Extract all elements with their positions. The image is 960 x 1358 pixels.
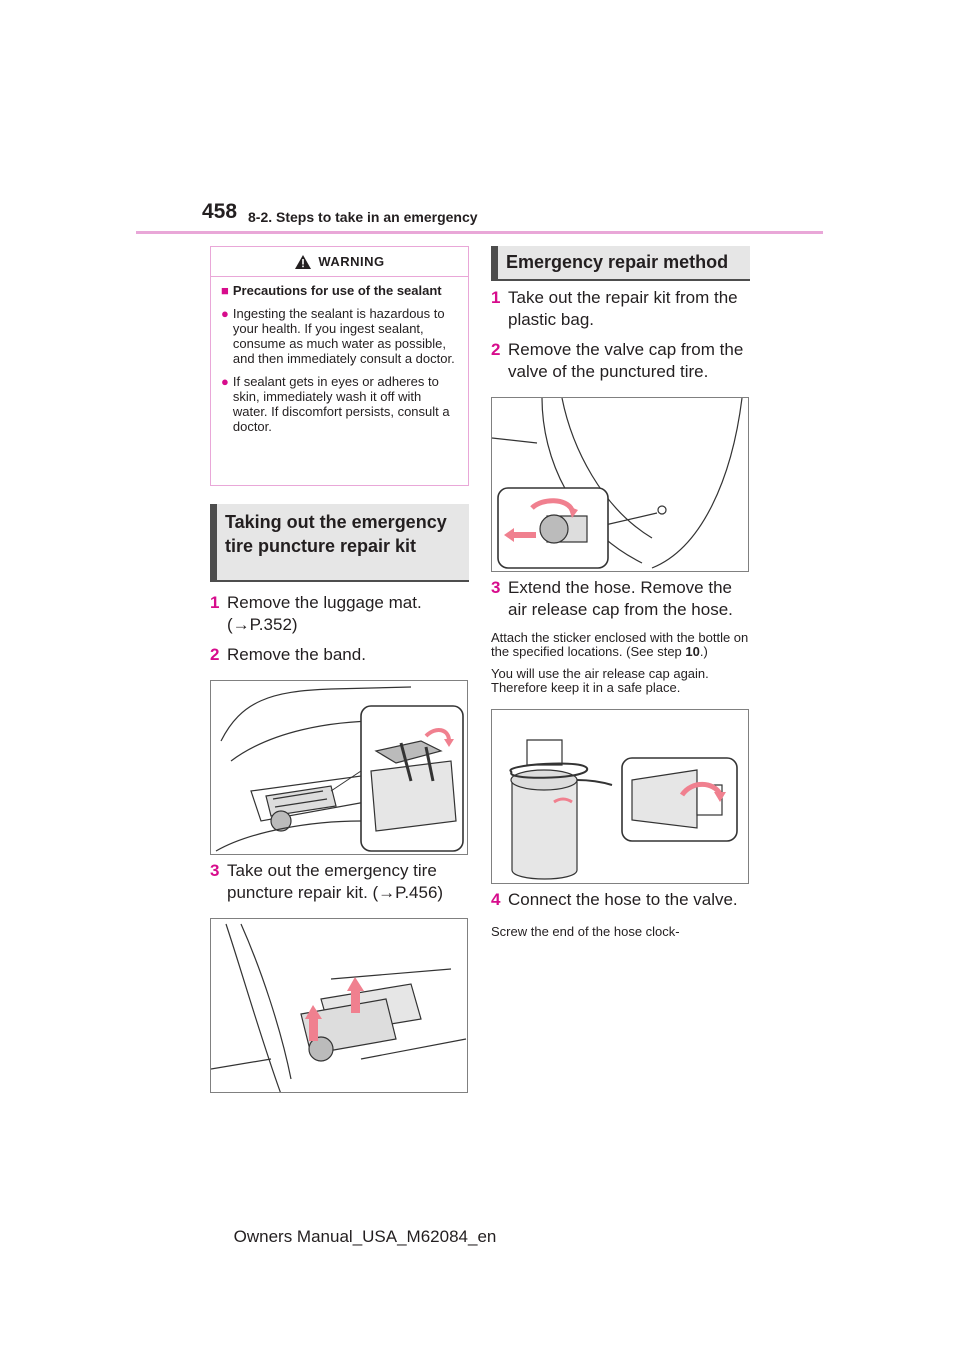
step-item: 3 Take out the emergency tire puncture r… bbox=[210, 861, 444, 902]
section-heading: Emergency repair method bbox=[491, 246, 750, 281]
warning-triangle-icon bbox=[295, 254, 312, 269]
note-text: Screw the end of the hose clock- bbox=[491, 924, 680, 939]
hose-cap-illustration bbox=[491, 709, 749, 884]
square-bullet-icon: ■ bbox=[221, 283, 229, 298]
step-item: 1 Remove the luggage mat. (→P.352) bbox=[210, 593, 422, 634]
repair-kit-removal-illustration bbox=[210, 918, 468, 1093]
circle-bullet-icon: ● bbox=[221, 374, 229, 389]
section-title: 8-2. Steps to take in an emergency bbox=[248, 209, 478, 225]
warning-label: WARNING bbox=[318, 254, 385, 269]
step-item: 4 Connect the hose to the valve. bbox=[491, 890, 738, 909]
valve-cap-illustration bbox=[491, 397, 749, 572]
page-number: 458 bbox=[202, 200, 238, 223]
note-text: You will use the air release cap again. … bbox=[491, 666, 709, 695]
footer-text: Owners Manual_USA_M62084_en bbox=[233, 1227, 497, 1246]
step-item: 2 Remove the valve cap from the valve of… bbox=[491, 340, 744, 381]
step-item: 3 Extend the hose. Remove the air releas… bbox=[491, 578, 733, 619]
step-item: 1 Take out the repair kit from the plast… bbox=[491, 288, 738, 329]
circle-bullet-icon: ● bbox=[221, 306, 229, 321]
warning-header: WARNING bbox=[211, 247, 468, 277]
step-reference: 10 bbox=[685, 644, 700, 659]
luggage-band-illustration bbox=[210, 680, 468, 855]
footer: Owners Manual_USA_M62084_en bbox=[0, 1227, 960, 1247]
warning-title: ■ Precautions for use of the sealant bbox=[221, 283, 442, 298]
header-rule bbox=[136, 231, 823, 234]
note-text: Attach the sticker enclosed with the bot… bbox=[491, 630, 749, 659]
step-item: 2 Remove the band. bbox=[210, 645, 366, 664]
right-column: Emergency repair method 1 Take out the r… bbox=[491, 246, 750, 939]
warning-box: WARNING ■ Precautions for use of the sea… bbox=[210, 246, 469, 486]
left-column: WARNING ■ Precautions for use of the sea… bbox=[210, 246, 469, 1093]
warning-item: ● Ingesting the sealant is hazardous to … bbox=[221, 306, 455, 366]
warning-item: ● If sealant gets in eyes or adheres to … bbox=[221, 374, 450, 434]
section-heading: Taking out the emergency tire puncture r… bbox=[210, 504, 469, 582]
